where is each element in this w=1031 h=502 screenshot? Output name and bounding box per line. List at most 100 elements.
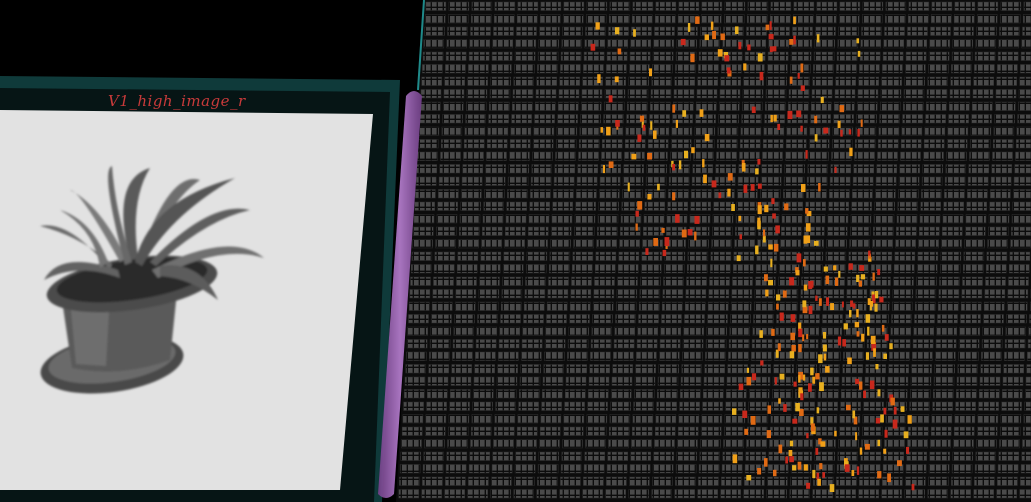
- neuron-tile: [1022, 439, 1031, 449]
- active-neuron: [861, 333, 865, 342]
- active-neuron: [798, 344, 802, 353]
- neuron-tile: [803, 239, 824, 249]
- neuron-tile: [809, 126, 831, 136]
- neuron-tile: [1000, 414, 1022, 424]
- neuron-tile: [973, 76, 994, 86]
- neuron-tile: [459, 226, 480, 236]
- active-neuron: [796, 253, 802, 263]
- neuron-tile: [907, 26, 928, 36]
- neuron-tile: [531, 164, 553, 174]
- neuron-tile: [769, 426, 791, 436]
- neuron-tile: [733, 251, 755, 261]
- active-neuron: [852, 303, 856, 309]
- neuron-tile: [1007, 289, 1029, 299]
- neuron-tile: [852, 176, 874, 186]
- neuron-tile: [444, 76, 465, 86]
- neuron-tile: [875, 176, 897, 186]
- neuron-tile: [586, 414, 608, 424]
- neuron-tile: [444, 489, 465, 499]
- neuron-tile: [902, 114, 923, 124]
- active-neuron: [727, 173, 733, 181]
- neuron-tile: [573, 239, 594, 249]
- neuron-tile: [937, 301, 959, 311]
- neuron-tile: [897, 201, 918, 211]
- neuron-tile: [861, 439, 882, 449]
- neuron-tile: [610, 401, 631, 411]
- neuron-tile: [560, 64, 581, 74]
- neuron-tile: [711, 239, 732, 249]
- neuron-tile: [484, 189, 505, 199]
- neuron-tile: [735, 226, 756, 236]
- active-neuron: [822, 332, 827, 339]
- active-neuron: [852, 410, 856, 419]
- neuron-tile: [468, 464, 490, 474]
- neuron-tile: [976, 14, 998, 24]
- active-neuron: [838, 270, 841, 278]
- active-neuron: [802, 306, 808, 314]
- neuron-tile: [829, 176, 851, 186]
- active-neuron: [694, 215, 700, 224]
- neuron-tile: [588, 376, 610, 386]
- neuron-tile: [673, 89, 695, 99]
- neuron-tile: [431, 301, 453, 311]
- neuron-tile: [671, 126, 693, 136]
- neuron-tile: [728, 351, 749, 361]
- neuron-tile: [997, 51, 1019, 61]
- neuron-tile: [967, 176, 989, 186]
- neuron-tile: [889, 339, 911, 349]
- neuron-tile: [792, 439, 813, 449]
- neuron-tile: [520, 364, 541, 374]
- neuron-tile: [751, 339, 773, 349]
- neuron-tile: [542, 389, 563, 399]
- neuron-tile: [440, 139, 462, 149]
- neuron-tile: [469, 451, 491, 461]
- neuron-tile: [906, 451, 928, 461]
- image-panel[interactable]: [0, 76, 400, 502]
- neuron-tile: [799, 314, 820, 324]
- neuron-tile: [959, 326, 981, 336]
- active-neuron: [798, 322, 802, 331]
- projection-connector[interactable]: [378, 91, 422, 498]
- neuron-tile: [1017, 114, 1031, 124]
- neuron-tile: [675, 464, 697, 474]
- neuron-tile: [964, 239, 985, 249]
- active-neuron: [759, 330, 763, 338]
- neuron-tile: [598, 201, 619, 211]
- active-neuron: [805, 223, 811, 232]
- neuron-tile: [1000, 1, 1022, 11]
- neuron-tile: [1008, 264, 1030, 274]
- active-neuron: [903, 431, 909, 439]
- neuron-tile: [523, 314, 544, 324]
- active-neuron: [712, 30, 716, 40]
- neuron-tile: [746, 26, 767, 36]
- neuron-tile: [606, 476, 627, 486]
- neuron-tile: [470, 439, 491, 449]
- active-neuron: [635, 210, 639, 217]
- neuron-tile: [856, 114, 877, 124]
- neuron-tile: [912, 351, 933, 361]
- neuron-tile: [908, 414, 930, 424]
- active-neuron: [887, 473, 891, 483]
- neuron-tile: [496, 376, 518, 386]
- neuron-tile: [919, 214, 941, 224]
- neuron-tile: [881, 489, 902, 499]
- active-neuron: [812, 469, 816, 479]
- neuron-tile: [398, 489, 419, 499]
- neuron-tile: [654, 26, 675, 36]
- neuron-tile: [852, 189, 873, 199]
- neuron-tile: [751, 351, 772, 361]
- neuron-tile: [935, 351, 956, 361]
- neuron-tile: [788, 89, 810, 99]
- active-neuron: [738, 215, 742, 222]
- neuron-grid-layer[interactable]: [396, 0, 1031, 502]
- active-neuron: [766, 430, 771, 439]
- neuron-tile: [864, 389, 885, 399]
- neuron-tile: [882, 64, 903, 74]
- neuron-tile: [776, 314, 797, 324]
- neuron-tile: [859, 64, 880, 74]
- neuron-tile: [490, 489, 511, 499]
- neuron-tile: [555, 139, 577, 149]
- active-neuron: [789, 277, 795, 286]
- neuron-tile: [422, 476, 443, 486]
